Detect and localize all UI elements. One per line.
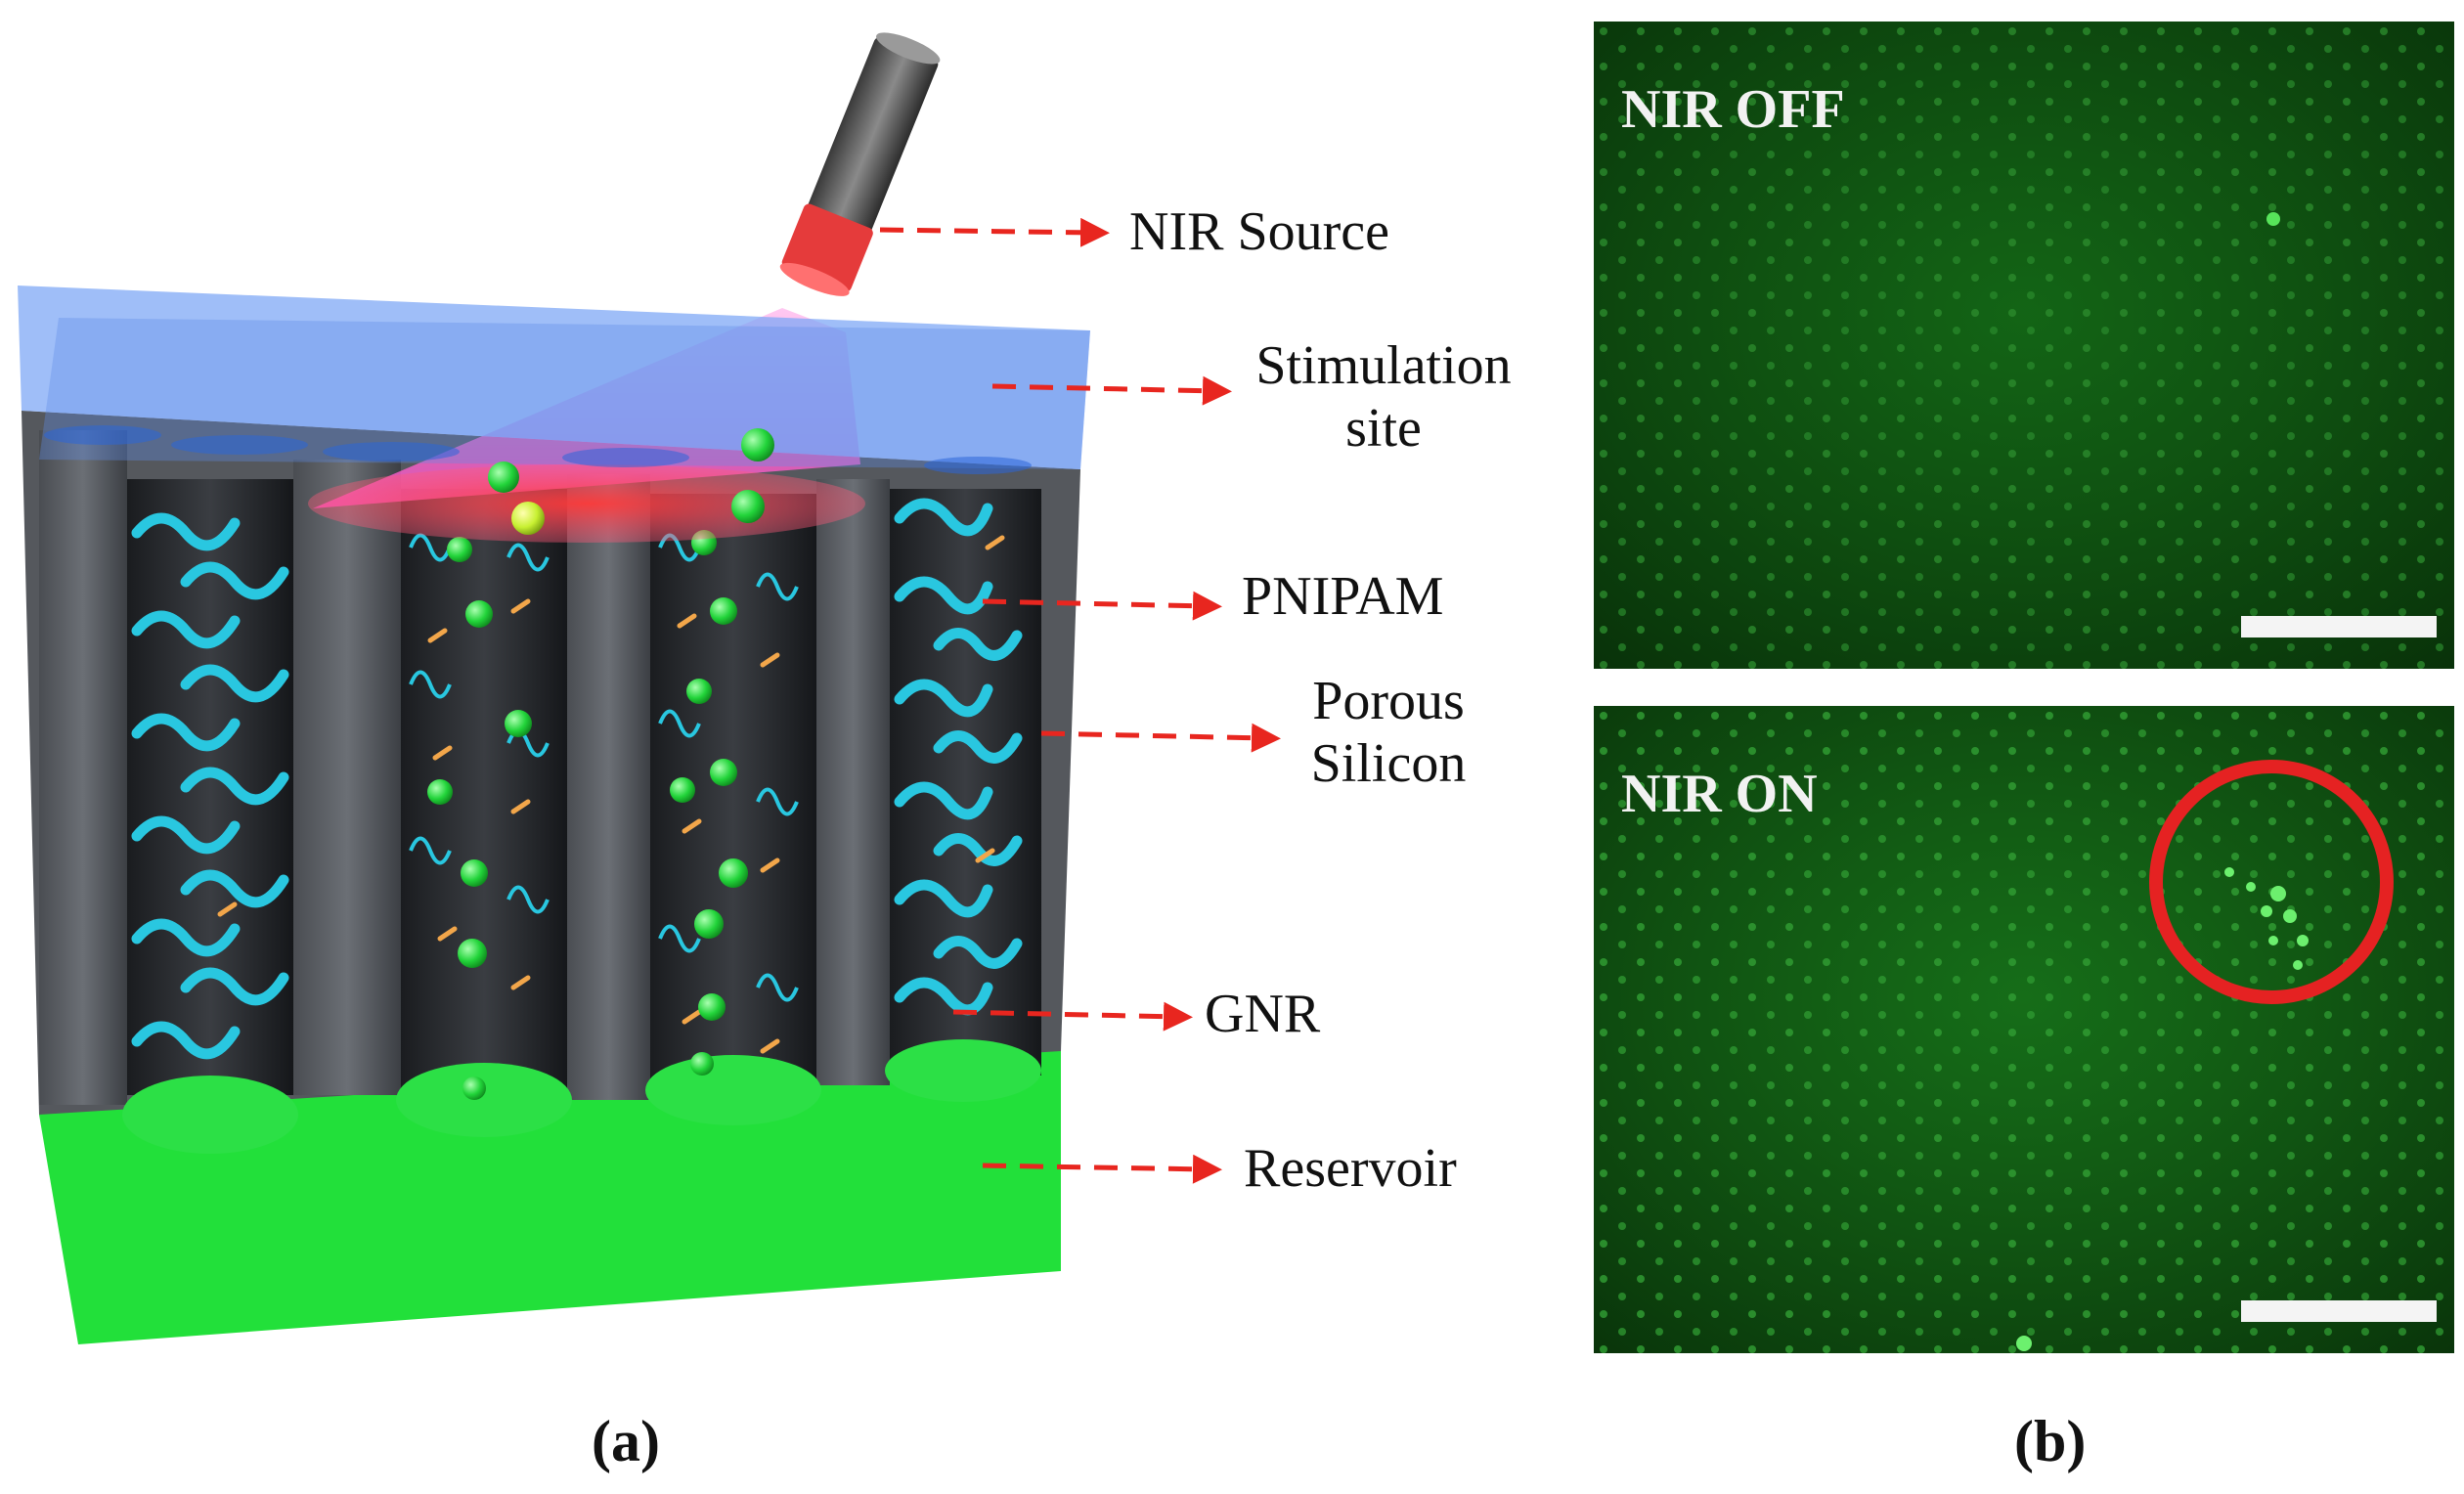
panel-b-letter: (b): [2014, 1409, 2087, 1473]
micrograph-nir-on: NIR ON: [1594, 706, 2454, 1353]
micrograph-dots-on: [1594, 706, 2454, 1353]
label-nir-source: NIR Source: [1129, 201, 1389, 262]
label-porous-line2: Silicon: [1310, 733, 1467, 795]
arrow-porous: [1040, 723, 1281, 753]
collapsed-pnipam: [409, 533, 799, 1002]
label-pnipam: PNIPAM: [1242, 566, 1444, 627]
micrograph-dots-off: [1594, 22, 2454, 669]
arrow-pnipam: [982, 591, 1222, 621]
scale-bar-bottom: [2241, 1300, 2437, 1322]
panel-a-letter: (a): [592, 1409, 660, 1473]
scale-bar-top: [2241, 616, 2437, 637]
wall-4: [816, 479, 890, 1085]
label-gnr: GNR: [1205, 984, 1321, 1044]
stimulation-layer-front: [39, 318, 1090, 469]
nir-off-title: NIR OFF: [1621, 79, 1845, 140]
arrow-stimulation: [991, 375, 1232, 406]
label-stimulation-line1: Stimulation: [1255, 335, 1512, 396]
label-porous-silicon: Porous Silicon: [1271, 670, 1506, 796]
nir-source-torch: [779, 32, 941, 296]
label-porous-line1: Porous: [1312, 671, 1465, 731]
bright-cluster: [2016, 867, 2309, 1351]
released-beads: [427, 530, 748, 1100]
label-reservoir: Reservoir: [1244, 1138, 1457, 1199]
stimulation-layer: [18, 286, 1090, 469]
wall-1: [39, 430, 127, 1105]
arrow-reservoir: [982, 1154, 1222, 1184]
label-stimulation-line2: site: [1345, 398, 1422, 460]
arrow-gnr: [952, 1001, 1193, 1032]
highlight-circle: [2149, 760, 2394, 1004]
stimulation-spot: [308, 464, 865, 543]
wall-2: [293, 460, 401, 1095]
pore-2: [401, 489, 567, 1100]
micrograph-nir-off: NIR OFF: [1594, 22, 2454, 669]
callout-arrows: [879, 217, 1281, 1184]
wall-3: [567, 474, 650, 1100]
arrow-nir-source: [879, 217, 1110, 247]
pnipam-chains: [131, 498, 1023, 1060]
nir-on-title: NIR ON: [1621, 764, 1818, 824]
gnr-rods: [217, 535, 1005, 1054]
label-stimulation-site: Stimulation site: [1232, 334, 1535, 461]
